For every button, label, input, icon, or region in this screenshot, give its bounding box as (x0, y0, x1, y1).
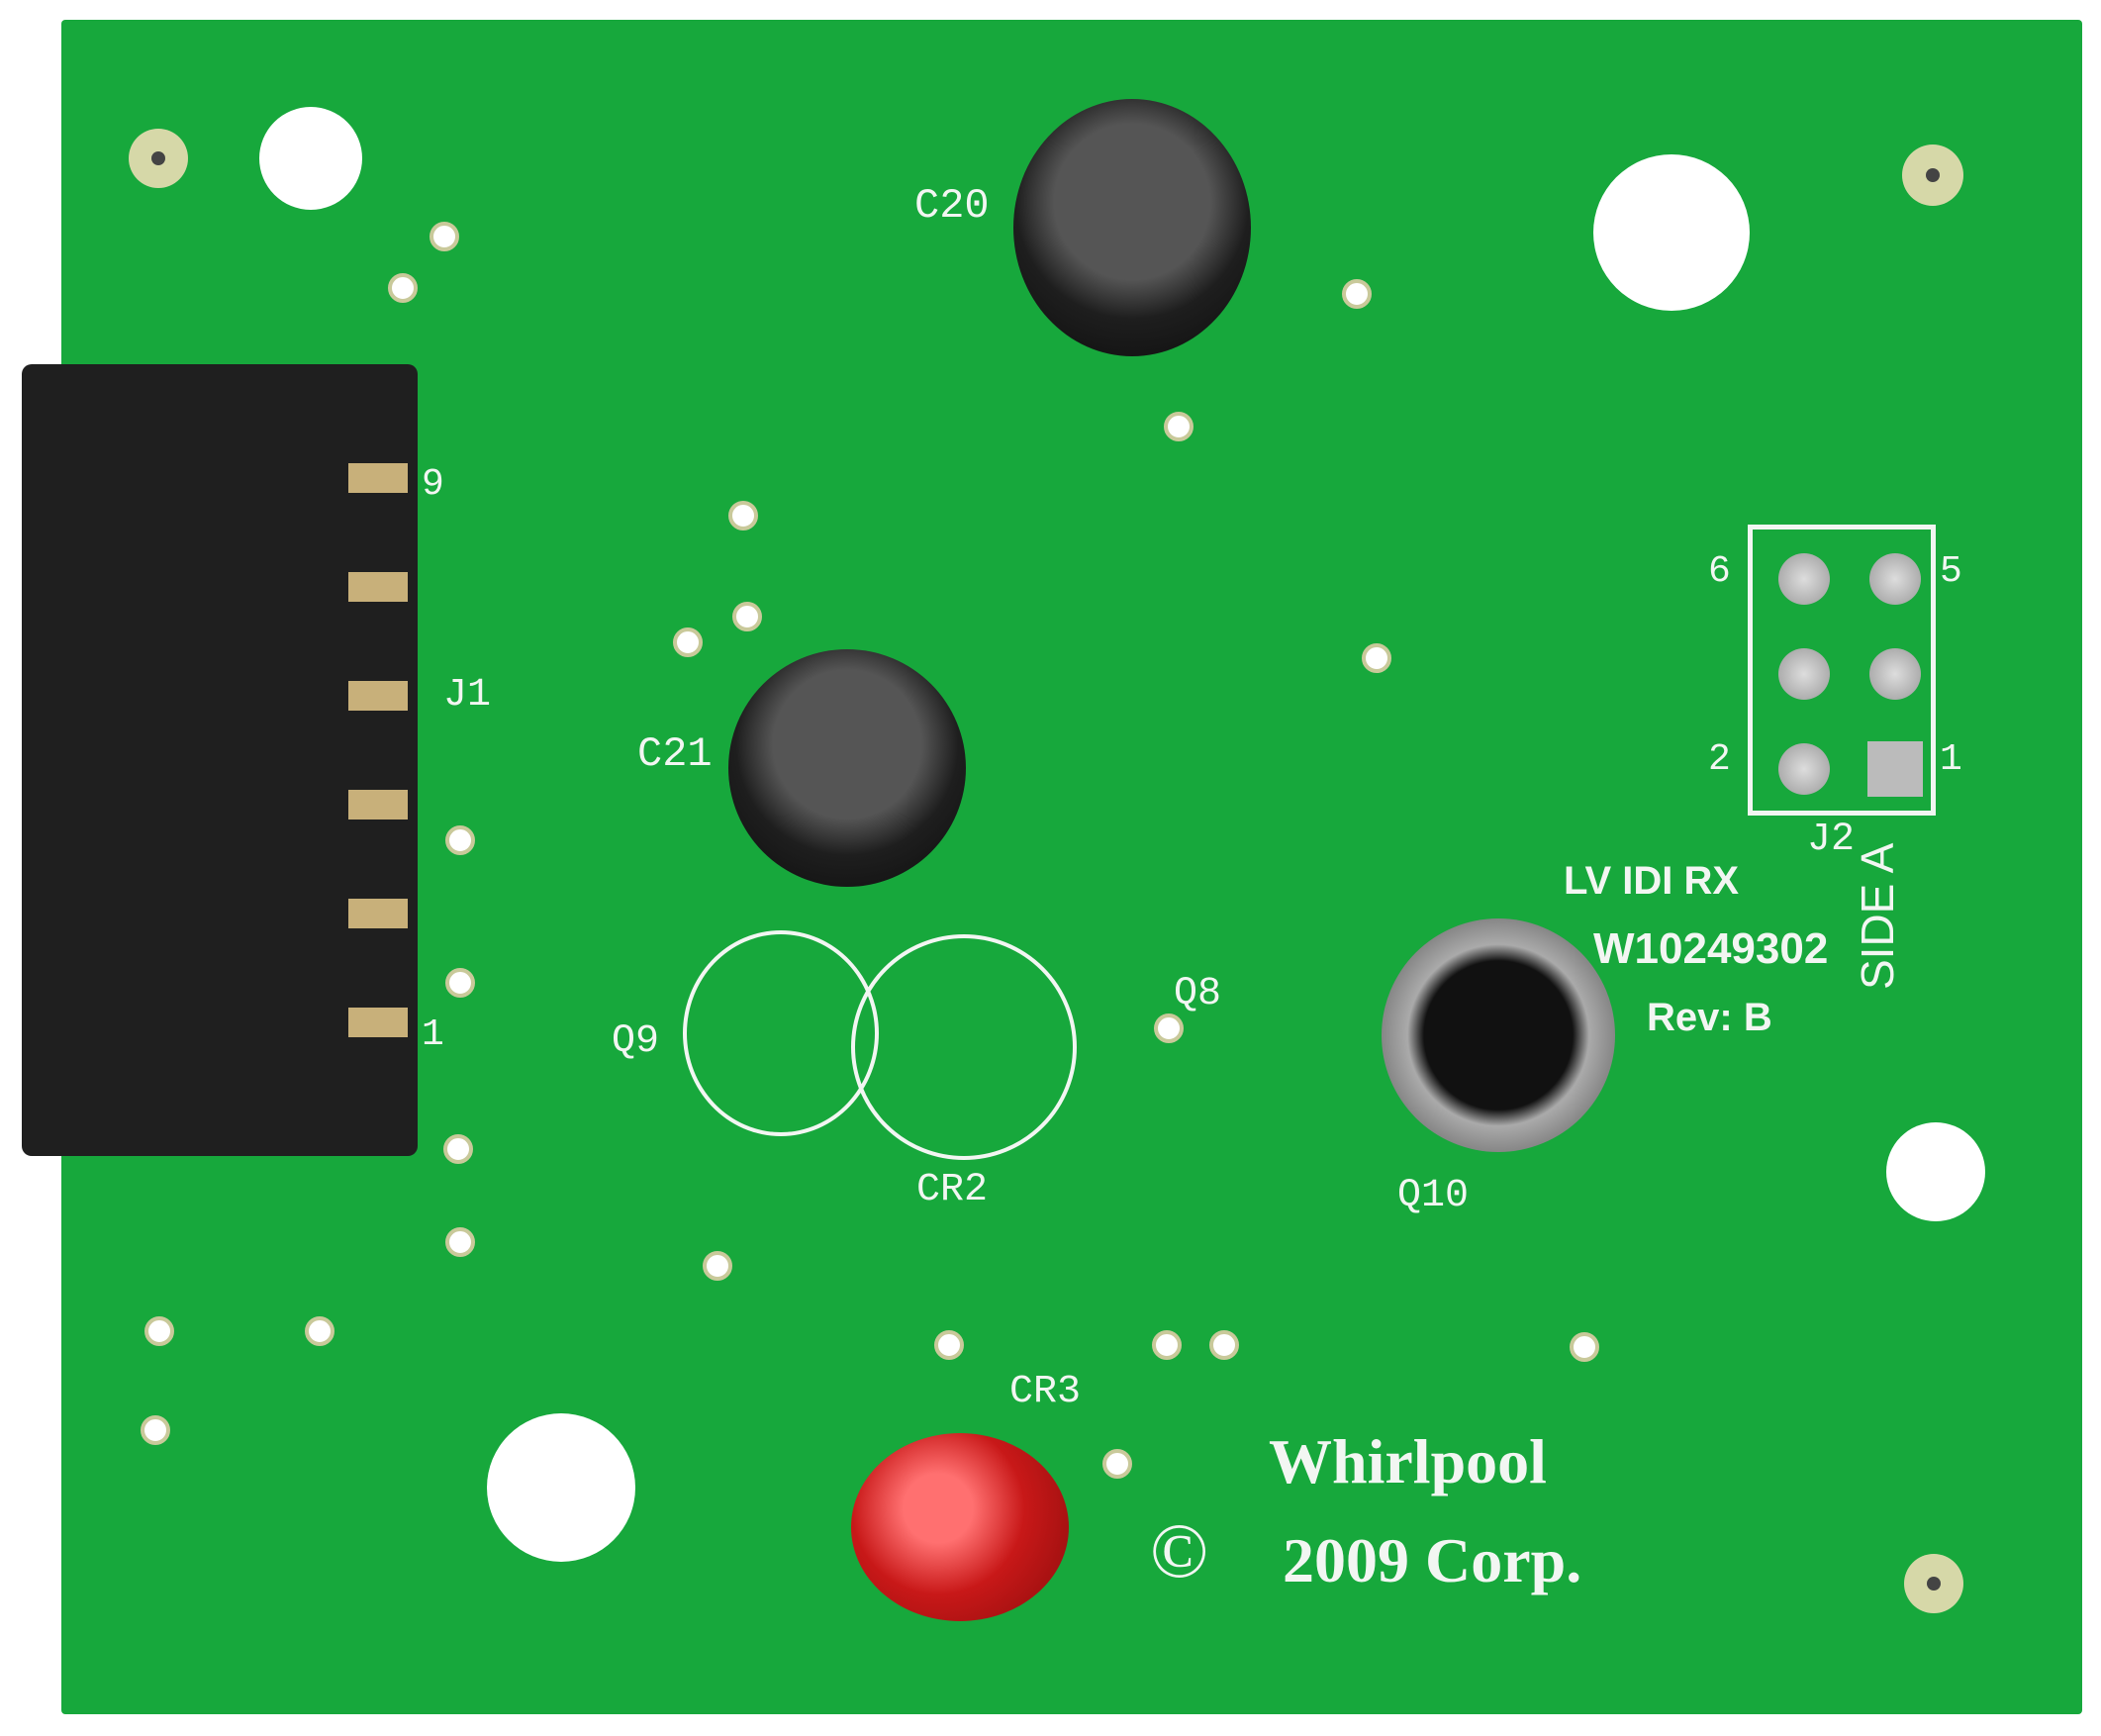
mounting-hole-bottom-right (1904, 1554, 1963, 1613)
via (445, 1227, 475, 1257)
q10-label: Q10 (1397, 1174, 1470, 1218)
j1-pin1-label: 1 (422, 1013, 444, 1056)
j1-pin (348, 899, 408, 928)
capacitor-c21 (728, 649, 966, 887)
hole-bottom-left (487, 1413, 635, 1562)
j1-pin (348, 463, 408, 493)
via (1152, 1330, 1182, 1360)
j1-pin (348, 681, 408, 711)
via (141, 1415, 170, 1445)
copyright-symbol: © (1150, 1507, 1209, 1593)
via (445, 825, 475, 855)
j2-label: J2 (1807, 818, 1856, 862)
side-label: SIDE A (1852, 842, 1903, 990)
brand-logo: Whirlpool (1269, 1426, 1547, 1496)
via (1102, 1449, 1132, 1479)
cr2-label: CR2 (916, 1168, 989, 1212)
j2-pad (1869, 648, 1921, 700)
j1-pin9-label: 9 (422, 463, 444, 506)
hole-top-right (1593, 154, 1750, 311)
via (732, 602, 762, 631)
mounting-hole-top-right (1902, 145, 1963, 206)
via (1362, 643, 1391, 673)
via (1570, 1332, 1599, 1362)
j1-pin (348, 1008, 408, 1037)
q9-outline (683, 930, 879, 1136)
j2-pad (1869, 553, 1921, 605)
cr3-label: CR3 (1009, 1370, 1082, 1414)
q8-label: Q8 (1174, 972, 1222, 1016)
red-led-cr3 (851, 1433, 1069, 1621)
j1-pin (348, 572, 408, 602)
via (144, 1316, 174, 1346)
via (728, 501, 758, 530)
j2-pad (1778, 743, 1830, 795)
revision: Rev: B (1647, 996, 1772, 1039)
via (1164, 412, 1194, 441)
copyright-text: 2009 Corp. (1283, 1525, 1582, 1595)
via (1342, 279, 1372, 309)
via (430, 222, 459, 251)
j2-pad (1778, 648, 1830, 700)
j2-pad (1778, 553, 1830, 605)
via (1209, 1330, 1239, 1360)
j1-label: J1 (443, 673, 492, 718)
via (443, 1134, 473, 1164)
j2-pin1-pad (1867, 741, 1923, 797)
ir-receiver-q10 (1382, 918, 1615, 1152)
j2-pin1-label: 1 (1940, 738, 1962, 781)
j1-pin (348, 790, 408, 820)
j2-pin2-label: 2 (1708, 738, 1731, 781)
j1-connector (22, 364, 418, 1156)
capacitor-c20 (1013, 99, 1251, 356)
via (703, 1251, 732, 1281)
c21-label: C21 (637, 730, 713, 778)
via (305, 1316, 334, 1346)
j2-pin6-label: 6 (1708, 550, 1731, 593)
hole-bottom-right (1886, 1122, 1985, 1221)
j2-pin5-label: 5 (1940, 550, 1962, 593)
via (388, 273, 418, 303)
q9-label: Q9 (612, 1019, 660, 1064)
via (934, 1330, 964, 1360)
hole-top-left (259, 107, 362, 210)
c20-label: C20 (914, 182, 990, 230)
part-number: W10249302 (1593, 924, 1829, 973)
via (1154, 1013, 1184, 1043)
j2-header-outline (1748, 525, 1936, 816)
cr2-outline (851, 934, 1077, 1160)
via (445, 968, 475, 998)
mounting-hole-top-left (129, 129, 188, 188)
via (673, 627, 703, 657)
board-name: LV IDI RX (1564, 859, 1740, 903)
